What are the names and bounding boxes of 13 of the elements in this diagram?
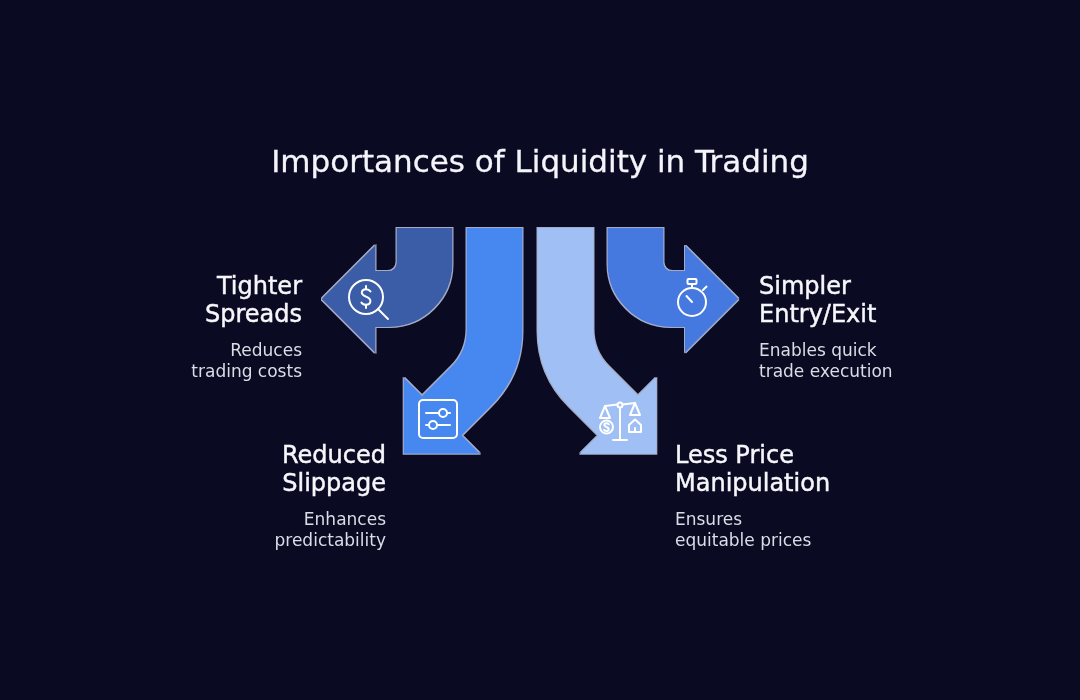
feature-description: Ensures equitable prices <box>675 509 813 551</box>
feature-description: Enables quick trade execution <box>759 340 894 382</box>
feature-heading: Simpler Entry/Exit <box>759 272 878 328</box>
feature-description: Enhances predictability <box>273 509 386 551</box>
feature-heading: Less Price Manipulation <box>675 441 832 497</box>
feature-description: Reduces trading costs <box>190 340 302 382</box>
title: Importances of Liquidity in Trading <box>271 142 809 180</box>
curved-arrow <box>403 228 523 454</box>
feature-heading: Tighter Spreads <box>203 272 302 328</box>
curved-arrow <box>607 228 739 353</box>
curved-arrow <box>537 228 657 454</box>
feature-heading: Reduced Slippage <box>281 441 386 497</box>
curved-arrow <box>321 228 453 353</box>
